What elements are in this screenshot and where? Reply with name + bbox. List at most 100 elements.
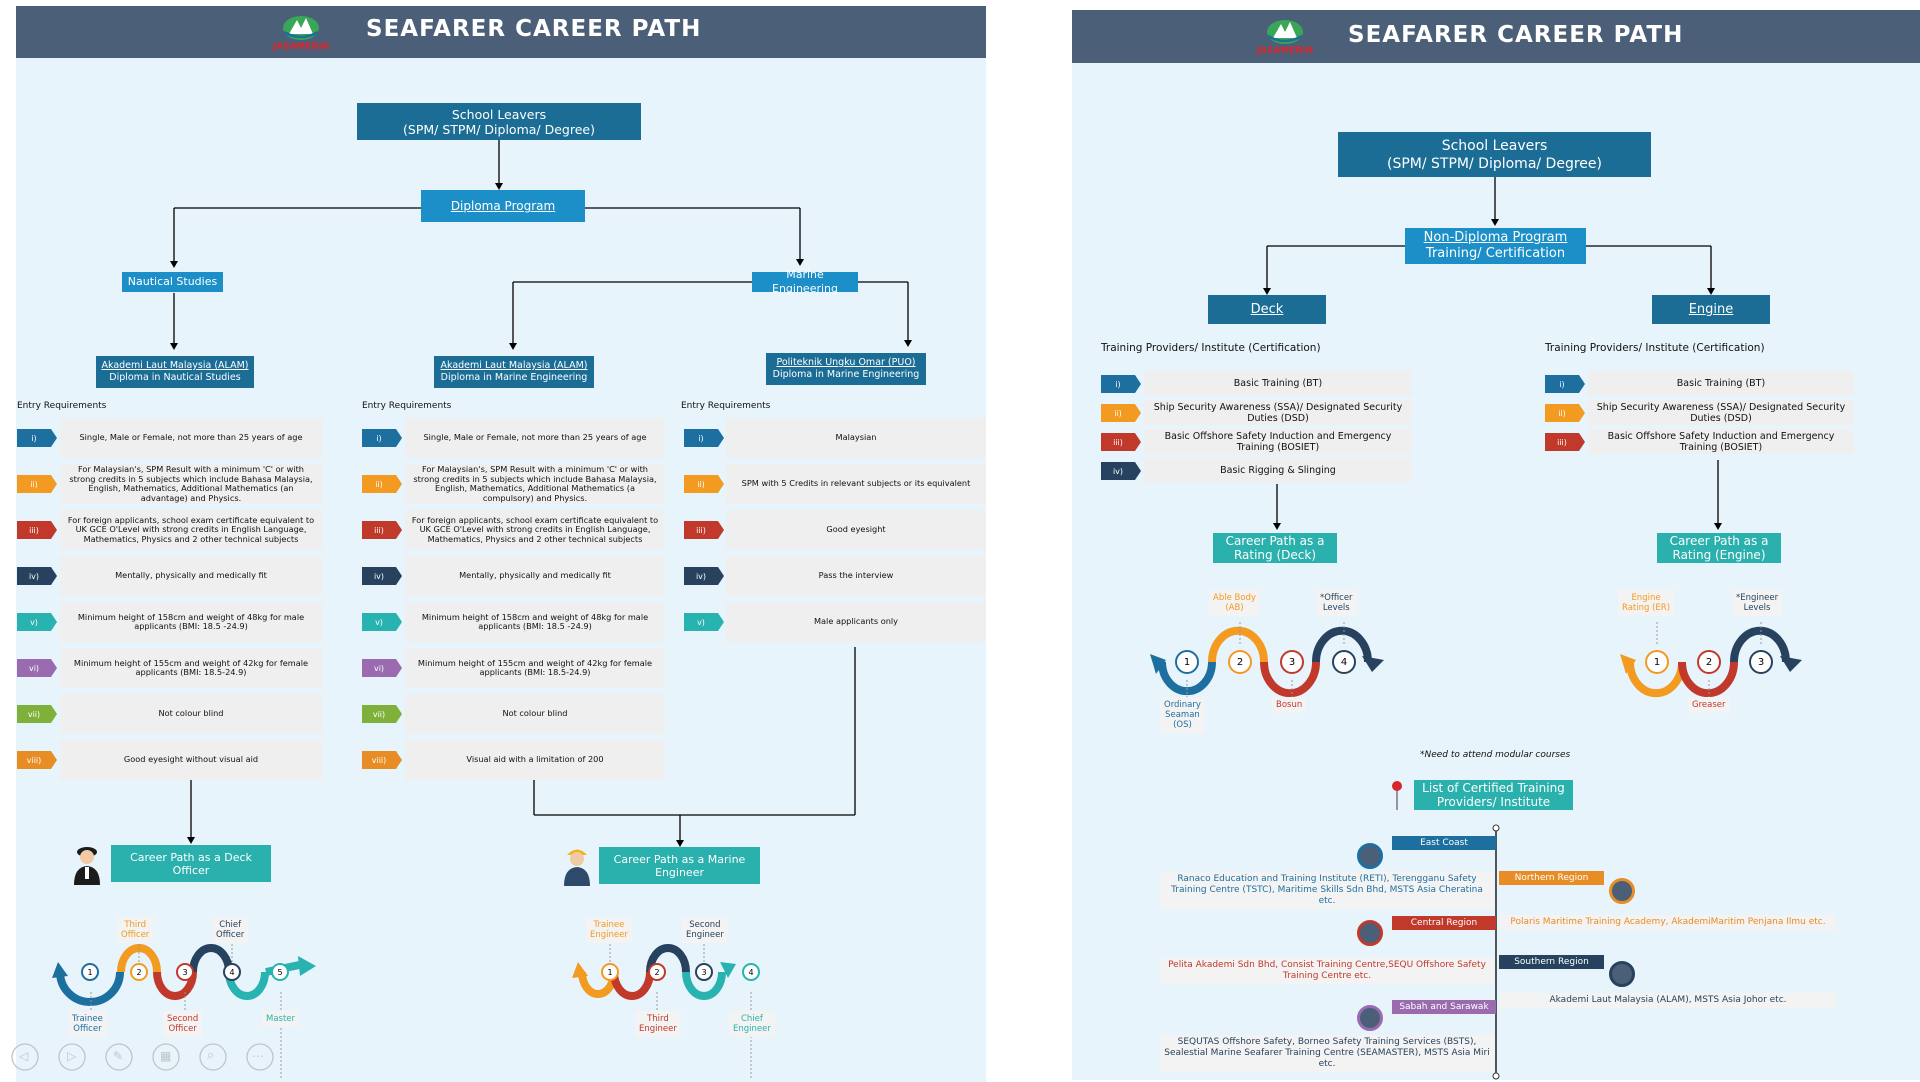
step-node: 5 [271,963,289,981]
requirement-item: Minimum height of 158cm and weight of 48… [60,602,322,642]
region-tag: Sabah and Sarawak [1392,1000,1496,1014]
next-icon[interactable]: ▷ [67,1049,77,1063]
deck-box[interactable]: Deck [1208,295,1326,324]
region-tag: Southern Region [1499,955,1604,969]
step-label-line: Officer [73,1024,102,1034]
institute-name: Akademi Laut Malaysia (ALAM) [101,360,249,371]
step-label-line: *Engineer [1736,593,1779,603]
list-title-line1: List of Certified Training [1422,781,1565,795]
region-providers: Ranaco Education and Training Institute … [1160,872,1494,909]
step-node: 2 [1228,650,1252,674]
career-line1: Career Path as a [1669,534,1769,548]
numeral-badge: ii) [684,475,724,493]
numeral-badge: v) [362,613,402,631]
step-node: 3 [1280,650,1304,674]
pen-icon[interactable]: ✎ [113,1049,124,1063]
region-providers: Polaris Maritime Training Academy, Akade… [1500,915,1836,930]
requirement-item: For Malaysian's, SPM Result with a minim… [405,464,665,504]
modular-courses-note: *Need to attend modular courses [1420,750,1571,760]
marine-engineering-label: Marine Engineering [772,268,838,295]
numeral-badge: ii) [362,475,402,493]
career-line2: Officer [172,863,210,877]
step-label-line: Levels [1322,603,1350,613]
numeral-badge: v) [17,613,57,631]
step-label-line: Bosun [1276,700,1303,710]
marine-engineer-avatar [560,844,594,886]
entry-requirements-header-2: Entry Requirements [362,401,452,411]
requirement-item: Not colour blind [60,694,322,734]
requirement-item: For foreign applicants, school exam cert… [405,510,665,550]
step-label-line: Seaman [1165,710,1200,720]
training-item: Basic Offshore Safety Induction and Emer… [1588,429,1854,454]
step-label-line: Master [266,1014,296,1024]
step-node: 4 [223,963,241,981]
step-label-line: Officer [216,930,245,940]
step-label-line: Engineer [733,1024,771,1034]
region-providers: SEQUTAS Offshore Safety, Borneo Safety T… [1160,1035,1494,1072]
step-label-line: Engine [1631,593,1661,603]
nautical-studies-box: Nautical Studies [122,272,223,292]
slides-icon[interactable]: ▦ [160,1049,172,1063]
career-line1: Career Path as a Marine [613,852,746,866]
numeral-badge: i) [1101,375,1141,393]
institute-puo-marine[interactable]: Politeknik Ungku Omar (PUO) Diploma in M… [766,353,926,385]
requirement-item: Single, Male or Female, not more than 25… [60,418,322,458]
root-line1: School Leavers [1441,137,1548,154]
requirement-item: Male applicants only [726,602,986,642]
requirement-item: Visual aid with a limitation of 200 [405,740,665,780]
institute-alam-nautical[interactable]: Akademi Laut Malaysia (ALAM) Diploma in … [96,356,254,388]
zoom-icon[interactable]: ⌕ [207,1048,215,1063]
location-pin-icon [1390,780,1404,810]
step-label: Greaser [1688,697,1730,713]
right-school-leavers-box: School Leavers (SPM/ STPM/ Diploma/ Degr… [1338,132,1651,177]
career-line1: Career Path as a [1225,534,1325,548]
providers-header-deck: Training Providers/ Institute (Certifica… [1101,342,1321,354]
numeral-badge: i) [684,429,724,447]
numeral-badge: v) [684,613,724,631]
step-label-line: Engineer [590,930,628,940]
numeral-badge: ii) [17,475,57,493]
numeral-badge: iv) [1101,462,1141,480]
institute-alam-marine[interactable]: Akademi Laut Malaysia (ALAM) Diploma in … [434,356,594,388]
step-label-line: Able Body [1213,593,1256,603]
numeral-badge: iv) [362,567,402,585]
requirement-item: Good eyesight without visual aid [60,740,322,780]
step-node: 1 [1175,650,1199,674]
list-title-line2: Providers/ Institute [1436,795,1551,809]
certified-providers-title: List of Certified Training Providers/ In… [1414,780,1573,810]
step-label-line: Rating (ER) [1622,603,1671,613]
institute-name: Akademi Laut Malaysia (ALAM) [440,360,588,371]
program-line1: Non-Diploma Program [1423,230,1568,245]
non-diploma-program-box[interactable]: Non-Diploma Program Training/ Certificat… [1405,228,1586,264]
engine-box[interactable]: Engine [1652,295,1770,324]
training-item: Basic Training (BT) [1144,371,1412,396]
jasamerin-logo: JASAMERIN [1240,16,1330,56]
prev-icon[interactable]: ◁ [19,1049,29,1063]
training-item: Ship Security Awareness (SSA)/ Designate… [1144,400,1412,425]
step-label-line: Chief [740,1014,763,1024]
institute-sub: Diploma in Nautical Studies [109,372,241,383]
root-line2: (SPM/ STPM/ Diploma/ Degree) [403,121,595,137]
region-tag: East Coast [1392,836,1496,850]
step-label-line: Second [167,1014,199,1024]
career-line2: Engineer [655,865,704,879]
step-node: 1 [81,963,99,981]
providers-header-engine: Training Providers/ Institute (Certifica… [1545,342,1765,354]
requirement-item: Not colour blind [405,694,665,734]
training-item: Basic Training (BT) [1588,371,1854,396]
diploma-program-box[interactable]: Diploma Program [421,190,585,222]
step-label-line: Third [647,1014,669,1024]
root-line1: School Leavers [451,106,547,122]
engine-label: Engine [1688,302,1734,317]
training-item: Basic Rigging & Slinging [1144,458,1412,483]
requirement-item: SPM with 5 Credits in relevant subjects … [726,464,986,504]
step-label-line: Third [124,920,146,930]
region-marker-icon [1609,878,1635,904]
numeral-badge: iii) [17,521,57,539]
career-line1: Career Path as a Deck [130,850,252,864]
step-label-line: Greaser [1692,700,1726,710]
more-icon[interactable]: ⋯ [252,1049,264,1063]
